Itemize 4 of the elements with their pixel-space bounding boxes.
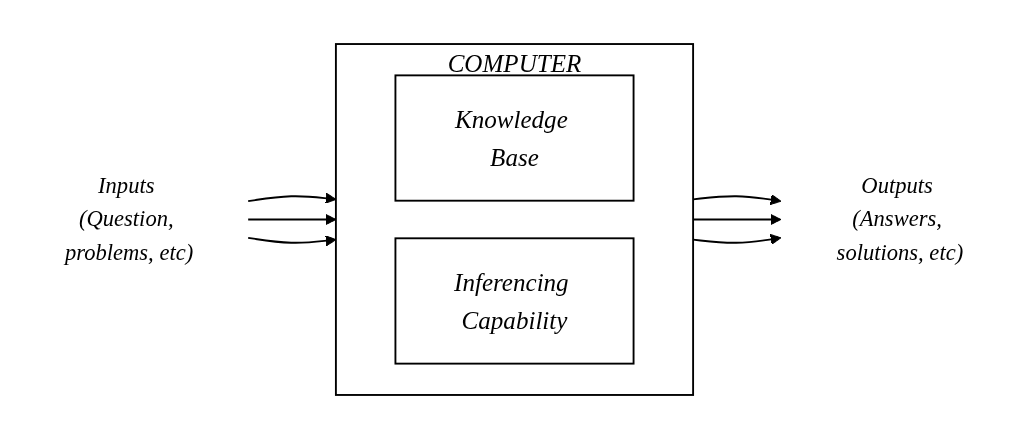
node-text: Outputs (Answers, solutions, etc) [836, 172, 964, 266]
node-text: Inputs (Question, problems, etc) [64, 172, 194, 266]
node-box: Inferencing Capability [394, 237, 635, 365]
node-box: Knowledge Base [394, 74, 635, 202]
